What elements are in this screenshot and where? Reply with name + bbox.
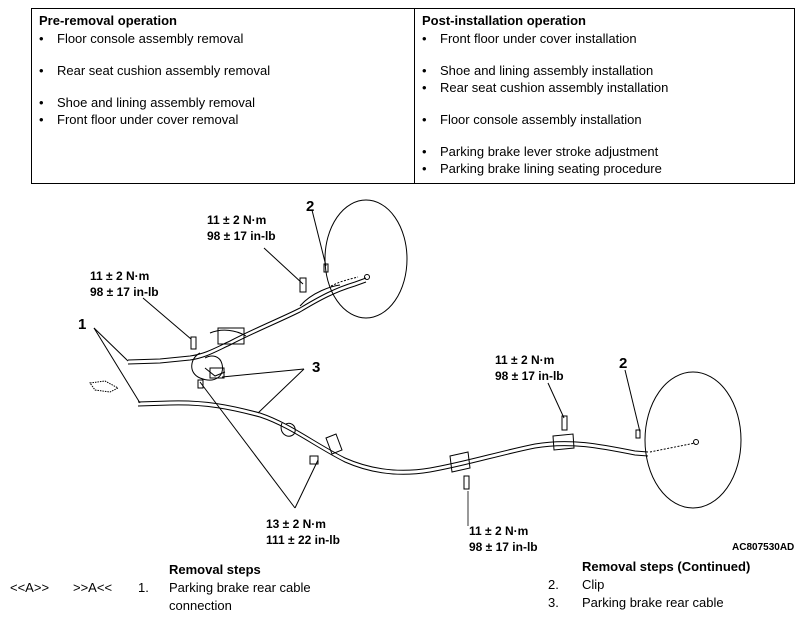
bullet-icon: • [39, 112, 44, 127]
bullet-icon: • [39, 31, 44, 46]
torque-callout-upper: 11 ± 2 N·m 98 ± 17 in-lb [207, 213, 276, 243]
bullet-icon: • [422, 63, 427, 78]
marker-a-close: >>A<< [73, 580, 113, 595]
step-1-text-line1: Parking brake rear cable [169, 580, 311, 595]
step-2-number: 2. [548, 577, 559, 592]
post-installation-column: Post-installation operation •Front floor… [415, 9, 794, 183]
step-3-text: Parking brake rear cable [582, 595, 724, 610]
pre-removal-title: Pre-removal operation [39, 13, 177, 28]
lower-brake-drum [644, 371, 742, 509]
bullet-icon: • [422, 80, 427, 95]
cable-bracket [191, 327, 575, 473]
part-label-1: 1 [78, 316, 87, 333]
pre-removal-column: Pre-removal operation •Floor console ass… [32, 9, 415, 183]
step-3-number: 3. [548, 595, 559, 610]
lower-clip-icon [635, 429, 641, 439]
pre-removal-item: •Shoe and lining assembly removal [39, 95, 255, 110]
post-installation-item: •Parking brake lining seating procedure [422, 161, 662, 176]
removal-steps-continued-heading: Removal steps (Continued) [582, 559, 751, 574]
parking-brake-cable-diagram: 11 ± 2 N·m 98 ± 17 in-lb 11 ± 2 N·m 98 ±… [0, 188, 807, 558]
bolts [190, 277, 568, 490]
pre-removal-item: •Floor console assembly removal [39, 31, 244, 46]
torque-callout-bracket: 13 ± 2 N·m 111 ± 22 in-lb [266, 517, 340, 547]
bullet-icon: • [422, 31, 427, 46]
post-installation-item: •Front floor under cover installation [422, 31, 637, 46]
post-installation-title: Post-installation operation [422, 13, 586, 28]
torque-callout-right: 11 ± 2 N·m 98 ± 17 in-lb [495, 353, 564, 383]
lower-cable [137, 400, 699, 475]
post-installation-item: •Floor console assembly installation [422, 112, 642, 127]
pre-removal-item: •Rear seat cushion assembly removal [39, 63, 271, 78]
marker-a-open: <<A>> [10, 580, 50, 595]
step-2-text: Clip [582, 577, 605, 592]
cable-illustration [89, 199, 742, 526]
bullet-icon: • [422, 144, 427, 159]
operations-table: Pre-removal operation •Floor console ass… [31, 8, 795, 184]
bullet-icon: • [422, 112, 427, 127]
bullet-icon: • [39, 95, 44, 110]
step-1-text-line2: connection [169, 598, 232, 613]
part-label-2-lower: 2 [619, 355, 628, 372]
torque-callout-left: 11 ± 2 N·m 98 ± 17 in-lb [90, 269, 159, 299]
part-label-2-upper: 2 [306, 198, 315, 215]
post-installation-item: •Shoe and lining assembly installation [422, 63, 654, 78]
upper-brake-drum [324, 199, 408, 319]
small-part-icon [89, 380, 120, 393]
part-label-3: 3 [312, 359, 321, 376]
removal-steps-heading: Removal steps [169, 562, 261, 577]
bullet-icon: • [39, 63, 44, 78]
leader-lines [93, 209, 641, 526]
pre-removal-item: •Front floor under cover removal [39, 112, 239, 127]
torque-callout-lower: 11 ± 2 N·m 98 ± 17 in-lb [469, 524, 538, 554]
upper-cable [127, 274, 370, 365]
post-installation-item: •Parking brake lever stroke adjustment [422, 144, 659, 159]
post-installation-item: •Rear seat cushion assembly installation [422, 80, 669, 95]
step-1-number: 1. [138, 580, 149, 595]
bullet-icon: • [422, 161, 427, 176]
figure-code: AC807530AD [732, 542, 795, 553]
